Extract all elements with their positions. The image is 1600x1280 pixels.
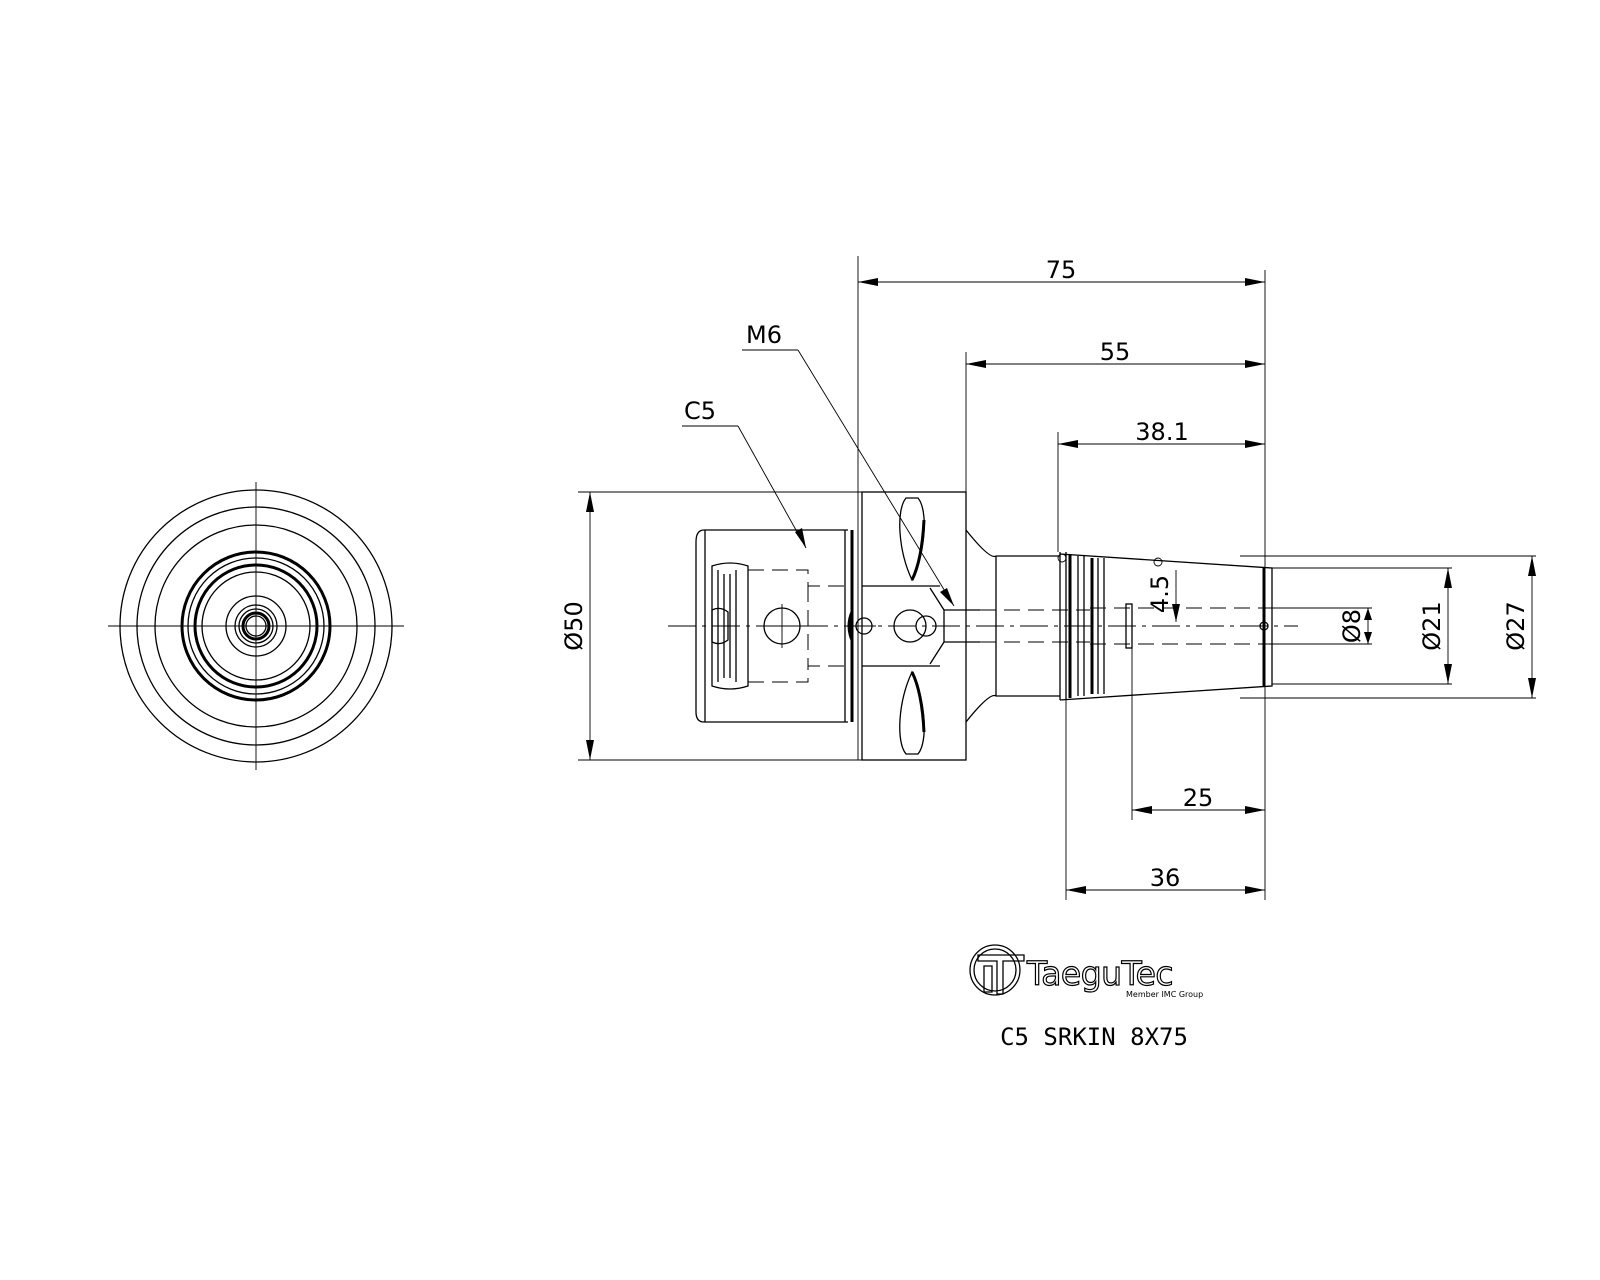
dim-overall-length: 75 — [1046, 256, 1077, 284]
part-number: C5 SRKIN 8X75 — [1000, 1023, 1188, 1051]
logo-brand: TaeguTec — [1026, 954, 1173, 993]
shank — [965, 529, 1090, 723]
flange — [861, 491, 980, 761]
callout-collet-size: C5 — [684, 397, 716, 425]
dim-bore-diameter: Ø8 — [1338, 609, 1366, 643]
taper — [1057, 552, 1273, 701]
dim-bore-depth: 25 — [1183, 784, 1214, 812]
dim-taper-length: 38.1 — [1135, 418, 1188, 446]
side-view — [668, 491, 1298, 761]
logo-tagline: Member IMC Group — [1126, 990, 1203, 999]
taegutec-logo: TaeguTec Member IMC Group — [969, 944, 1203, 999]
dim-taper-large-diameter: Ø27 — [1502, 601, 1530, 650]
end-view — [108, 482, 404, 770]
dim-thread-length: 36 — [1150, 864, 1181, 892]
dim-bore-offset: 4.5 — [1146, 575, 1174, 613]
dim-flange-diameter: Ø50 — [560, 601, 588, 650]
dim-shank-length: 55 — [1100, 338, 1131, 366]
dim-taper-small-diameter: Ø21 — [1418, 601, 1446, 650]
callout-screw: M6 — [746, 321, 782, 349]
collet-nut — [695, 529, 876, 723]
callouts: M6 C5 — [682, 321, 955, 607]
dimensions: 75 55 38.1 25 36 Ø50 Ø21 — [560, 256, 1536, 900]
